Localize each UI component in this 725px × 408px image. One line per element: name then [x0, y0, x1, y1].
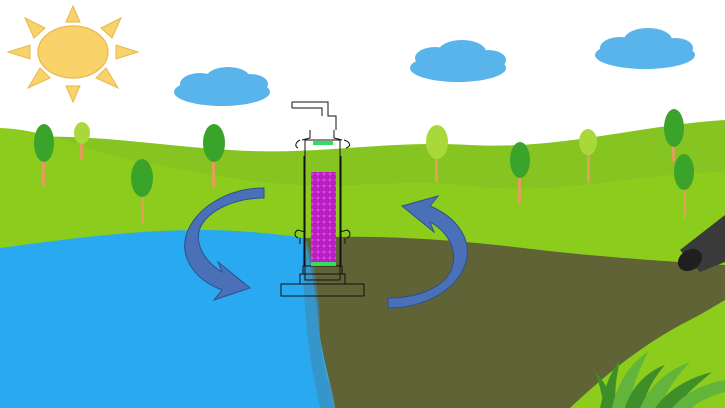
- tree-icon: [426, 125, 448, 182]
- grass-tuft-icon: [595, 352, 725, 408]
- clean-water: [0, 230, 335, 408]
- outfall-pipe-icon: [677, 215, 725, 272]
- tree-icon: [34, 124, 54, 186]
- tree-icon: [131, 159, 153, 223]
- cloud-icon: [174, 67, 270, 106]
- filter-top-band: [313, 141, 333, 145]
- sun-icon: [6, 4, 140, 104]
- clean-flow-arrow-icon: [184, 187, 265, 302]
- tree-icon: [579, 129, 597, 183]
- tree-icon: [74, 122, 90, 160]
- tree-icon: [510, 142, 530, 204]
- tree-icon: [674, 154, 694, 218]
- tree-icon: [664, 109, 684, 161]
- dirty-flow-arrow-icon: [387, 195, 468, 309]
- filter-media: [311, 172, 336, 264]
- cloud-icon: [595, 28, 695, 69]
- filter-bottom-band: [311, 262, 336, 266]
- tree-icon: [203, 124, 225, 188]
- cloud-icon: [410, 40, 506, 82]
